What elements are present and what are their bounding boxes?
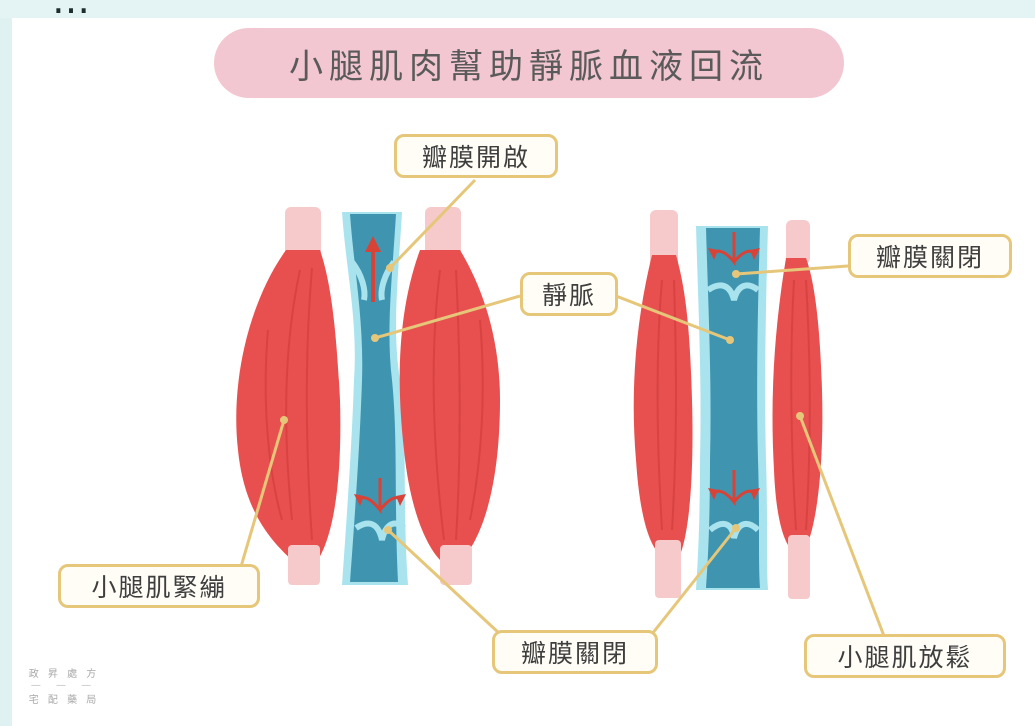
label-calf-relaxed: 小腿肌放鬆 <box>804 634 1006 678</box>
left-scene-right-muscle <box>400 207 500 585</box>
right-scene-right-muscle <box>773 220 823 599</box>
watermark-logo: 政 昇 處 方 — — — 宅 配 藥 局 <box>8 665 120 706</box>
label-calf-contracted: 小腿肌緊繃 <box>58 564 260 608</box>
watermark-line-1: 政 昇 處 方 <box>8 665 120 680</box>
watermark-line-2: 宅 配 藥 局 <box>8 691 120 706</box>
diagram-title: 小腿肌肉幫助靜脈血液回流 <box>289 39 769 88</box>
label-vein: 靜脈 <box>520 272 618 316</box>
label-valve-open: 瓣膜開啟 <box>394 134 558 178</box>
left-scene <box>236 207 500 585</box>
label-valve-closed-right: 瓣膜關閉 <box>848 234 1012 278</box>
watermark-divider: — — — <box>8 680 120 691</box>
title-banner: 小腿肌肉幫助靜脈血液回流 <box>214 28 844 98</box>
label-valve-closed-bottom: 瓣膜關閉 <box>492 630 658 674</box>
right-scene-left-muscle <box>634 210 693 598</box>
